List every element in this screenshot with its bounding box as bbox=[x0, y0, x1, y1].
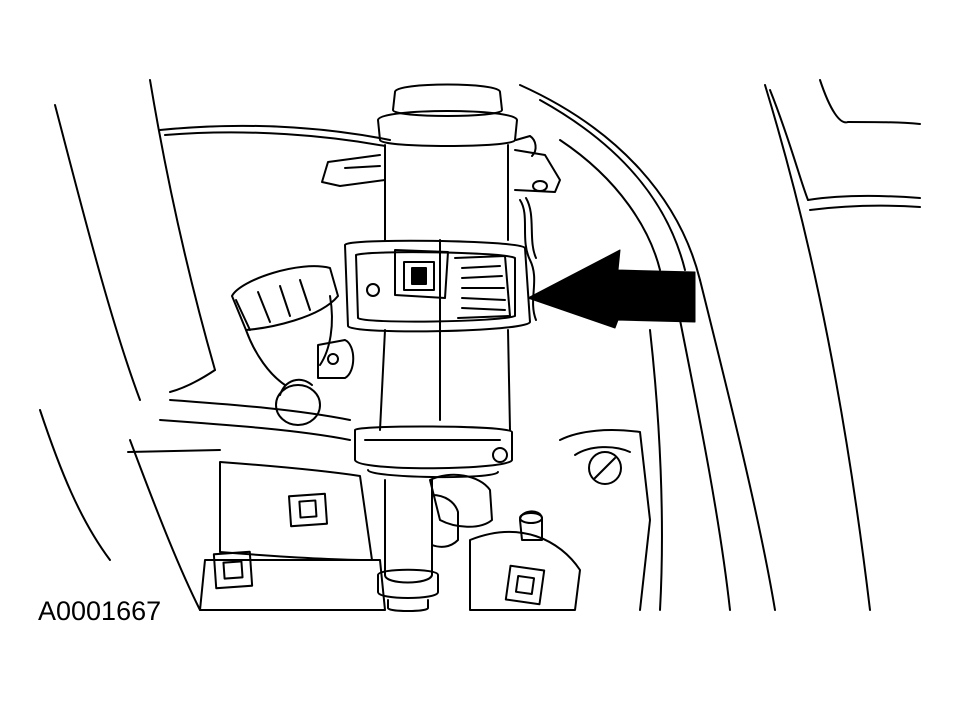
arrow-icon bbox=[527, 249, 696, 329]
surrounding-trim bbox=[39, 79, 921, 611]
lower-mount-plate bbox=[199, 429, 651, 611]
lock-cylinder-housing bbox=[321, 83, 561, 612]
electrical-connector bbox=[231, 265, 355, 426]
figure-id-label: A0001667 bbox=[38, 596, 162, 626]
